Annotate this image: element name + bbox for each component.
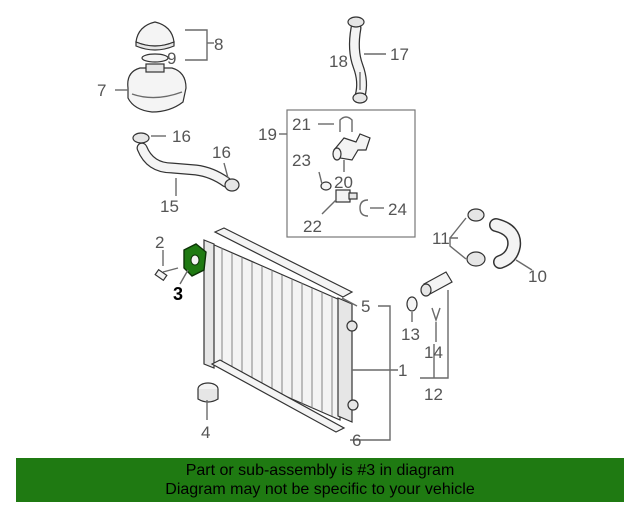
hose-clamp-11b[interactable] [466,251,486,267]
label-23[interactable]: 23 [292,151,311,170]
clip-21[interactable] [339,116,353,132]
label-5[interactable]: 5 [361,297,370,316]
clip-14[interactable] [431,307,441,323]
upper-hose[interactable] [347,16,368,104]
label-9[interactable]: 9 [167,49,176,68]
o-ring-20[interactable] [332,147,342,161]
radiator-bracket-highlighted[interactable] [183,243,207,277]
parts-diagram: 8 9 7 16 16 15 17 18 19 21 23 20 22 24 2… [97,16,547,450]
reservoir-cap[interactable] [135,21,175,51]
label-14[interactable]: 14 [424,343,443,362]
flange-fitting[interactable] [333,133,371,161]
callout-labels: 8 9 7 16 16 15 17 18 19 21 23 20 22 24 2… [97,35,547,450]
hose-clamp-upper[interactable] [132,132,150,144]
hose-clamp-lower[interactable] [224,178,240,192]
drain-plug-housing[interactable] [420,271,453,297]
label-13[interactable]: 13 [401,325,420,344]
label-7[interactable]: 7 [97,81,106,100]
label-3-highlighted[interactable]: 3 [173,284,183,304]
banner-line-1: Part or sub-assembly is #3 in diagram [185,462,455,479]
label-8[interactable]: 8 [214,35,223,54]
label-16-lower[interactable]: 16 [212,143,231,162]
label-19[interactable]: 19 [258,125,277,144]
leader-lines [115,29,533,441]
cap-seal[interactable] [141,53,169,63]
label-4[interactable]: 4 [201,423,210,442]
coolant-reservoir[interactable] [127,63,187,113]
screw-2[interactable] [154,267,179,282]
label-22[interactable]: 22 [303,217,322,236]
assembly-box-19 [286,109,416,238]
coolant-hose-10[interactable] [489,218,522,269]
rubber-mount-4[interactable] [197,382,219,403]
label-24[interactable]: 24 [388,200,407,219]
label-11[interactable]: 11 [432,229,450,248]
o-ring-23[interactable] [320,181,332,191]
upper-seal-strip[interactable] [213,227,354,298]
label-2[interactable]: 2 [155,233,164,252]
o-ring-13[interactable] [406,296,418,312]
label-20[interactable]: 20 [334,173,353,192]
label-12[interactable]: 12 [424,385,443,404]
label-21[interactable]: 21 [292,115,311,134]
label-1[interactable]: 1 [398,361,407,380]
label-6[interactable]: 6 [352,431,361,450]
label-17[interactable]: 17 [390,45,409,64]
label-18[interactable]: 18 [329,52,348,71]
label-10[interactable]: 10 [528,267,547,286]
lower-seal-strip[interactable] [210,359,346,433]
clip-24[interactable] [359,199,369,217]
banner-line-2: Diagram may not be specific to your vehi… [165,481,475,498]
lower-hose[interactable] [136,142,232,188]
label-15[interactable]: 15 [160,197,179,216]
hose-clamp-11a[interactable] [467,208,485,222]
info-banner: Part or sub-assembly is #3 in diagram Di… [16,458,624,502]
label-16-upper[interactable]: 16 [172,127,191,146]
sensor-22[interactable] [335,189,358,203]
